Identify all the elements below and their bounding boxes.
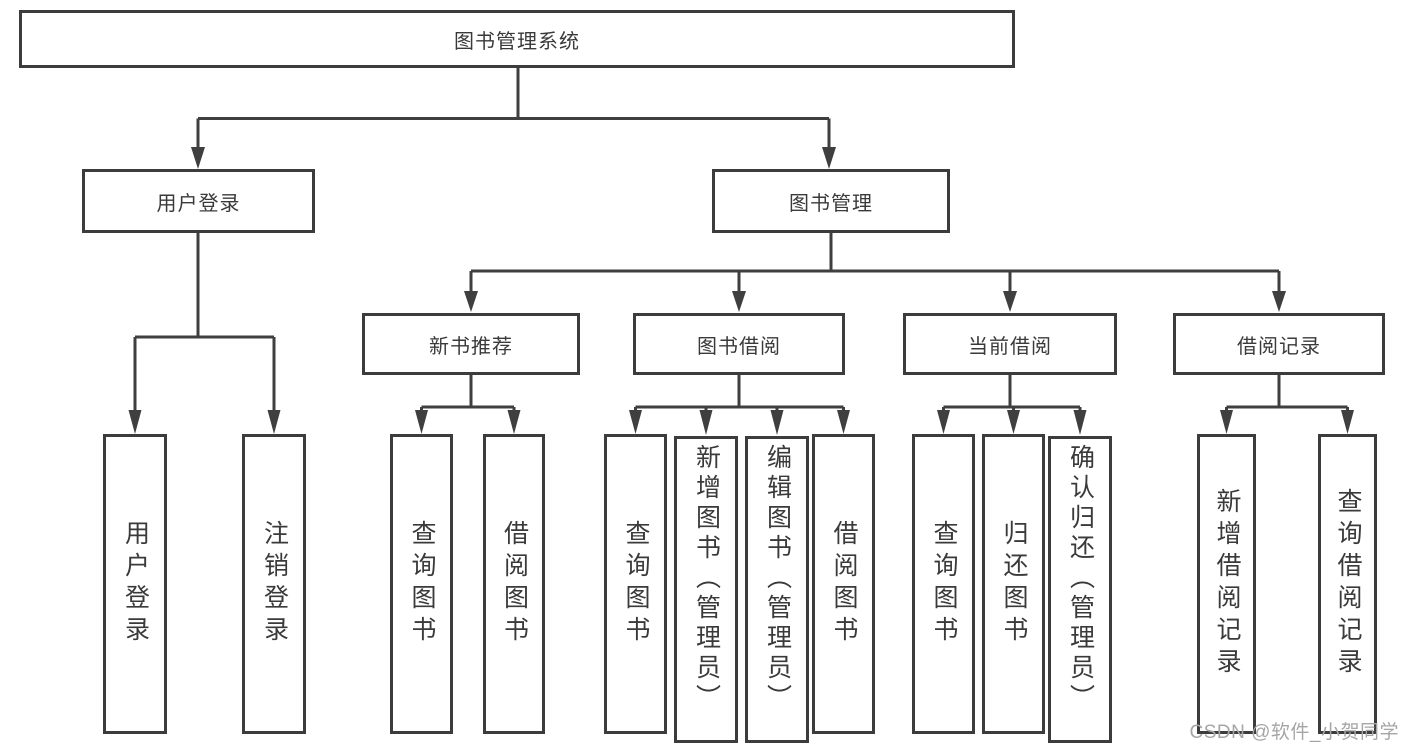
- node-label: 借阅记录: [1237, 335, 1321, 358]
- csdn-watermark: CSDN @软件_小贺同学: [1189, 722, 1399, 743]
- leaf-label: 编辑图书（管理员）: [763, 444, 792, 714]
- arrowhead-current-confirm: [1073, 410, 1087, 435]
- leaf-label: 查询图书: [622, 520, 650, 648]
- arrowhead-book-borrow: [732, 291, 746, 312]
- arrowhead-leaf-user-login: [128, 410, 142, 434]
- arrowhead-rec-query: [415, 410, 428, 434]
- arrowhead-new-book-rec: [464, 291, 478, 312]
- arrowhead-records-query: [1341, 410, 1354, 434]
- node-library-management-system: 图书管理系统: [19, 10, 1015, 68]
- connector-new-book-rec-to-leaves: [420, 375, 516, 412]
- leaf-borrow-query-books: 查询图书: [604, 434, 667, 734]
- leaf-label: 新增借阅记录: [1213, 488, 1241, 680]
- leaf-records-add-record: 新增借阅记录: [1197, 434, 1256, 734]
- leaf-rec-query-books: 查询图书: [390, 434, 453, 734]
- leaf-label: 用户登录: [121, 520, 150, 648]
- leaf-label: 归还图书: [1000, 520, 1028, 648]
- arrowhead-borrow-records: [1272, 291, 1286, 312]
- arrowhead-book-management: [822, 147, 836, 169]
- leaf-label: 查询图书: [930, 520, 958, 648]
- leaf-label: 查询图书: [408, 520, 436, 648]
- leaf-rec-borrow-books: 借阅图书: [483, 434, 545, 734]
- arrowhead-borrow-edit: [770, 410, 784, 435]
- node-new-book-recommendation: 新书推荐: [362, 313, 580, 375]
- connector-borrow-records-to-leaves: [1225, 375, 1349, 412]
- arrowhead-current-borrow: [1003, 291, 1017, 312]
- node-label: 当前借阅: [968, 335, 1052, 358]
- leaf-label: 借阅图书: [500, 520, 529, 648]
- arrowhead-current-query: [937, 410, 950, 434]
- node-current-borrowing: 当前借阅: [903, 313, 1117, 375]
- leaf-label: 借阅图书: [830, 520, 858, 648]
- leaf-borrow-edit-books-admin: 编辑图书（管理员）: [745, 436, 809, 743]
- leaf-borrow-borrow-books: 借阅图书: [812, 434, 875, 734]
- node-label: 新书推荐: [429, 335, 513, 358]
- arrowhead-current-return: [1007, 410, 1020, 434]
- leaf-user-login: 用户登录: [103, 434, 167, 734]
- arrowhead-borrow-borrow: [837, 410, 850, 434]
- arrowhead-records-add: [1220, 410, 1233, 434]
- leaf-borrow-add-books-admin: 新增图书（管理员）: [674, 436, 738, 743]
- arrowhead-borrow-query: [629, 410, 642, 434]
- leaf-current-confirm-return-admin: 确认归还（管理员）: [1048, 436, 1112, 743]
- node-book-management: 图书管理: [712, 169, 950, 233]
- node-user-login: 用户登录: [82, 169, 315, 233]
- connector-user-login-to-leaves: [133, 233, 276, 414]
- arrowhead-leaf-logout: [267, 410, 281, 434]
- arrowhead-borrow-add: [699, 410, 713, 435]
- leaf-label: 注销登录: [260, 520, 289, 648]
- connector-root-to-level2: [196, 68, 831, 150]
- connector-book-borrow-to-leaves: [634, 375, 845, 412]
- arrowhead-user-login: [191, 147, 205, 169]
- node-borrowing-records: 借阅记录: [1173, 313, 1385, 375]
- connector-book-management-to-level3: [469, 233, 1281, 293]
- leaf-label: 确认归还（管理员）: [1066, 444, 1095, 714]
- node-label: 用户登录: [156, 192, 241, 215]
- leaf-label: 查询借阅记录: [1334, 488, 1362, 680]
- leaf-current-query-books: 查询图书: [912, 434, 975, 734]
- arrowhead-rec-borrow: [507, 410, 521, 434]
- node-label: 图书管理系统: [454, 30, 580, 53]
- leaf-records-query-record: 查询借阅记录: [1318, 434, 1377, 734]
- connector-current-borrow-to-leaves: [942, 375, 1082, 412]
- leaf-logout: 注销登录: [242, 434, 306, 734]
- node-book-borrowing: 图书借阅: [633, 313, 845, 375]
- leaf-label: 新增图书（管理员）: [692, 444, 721, 714]
- node-label: 图书管理: [789, 192, 873, 215]
- node-label: 图书借阅: [697, 335, 781, 358]
- leaf-current-return-books: 归还图书: [982, 434, 1045, 734]
